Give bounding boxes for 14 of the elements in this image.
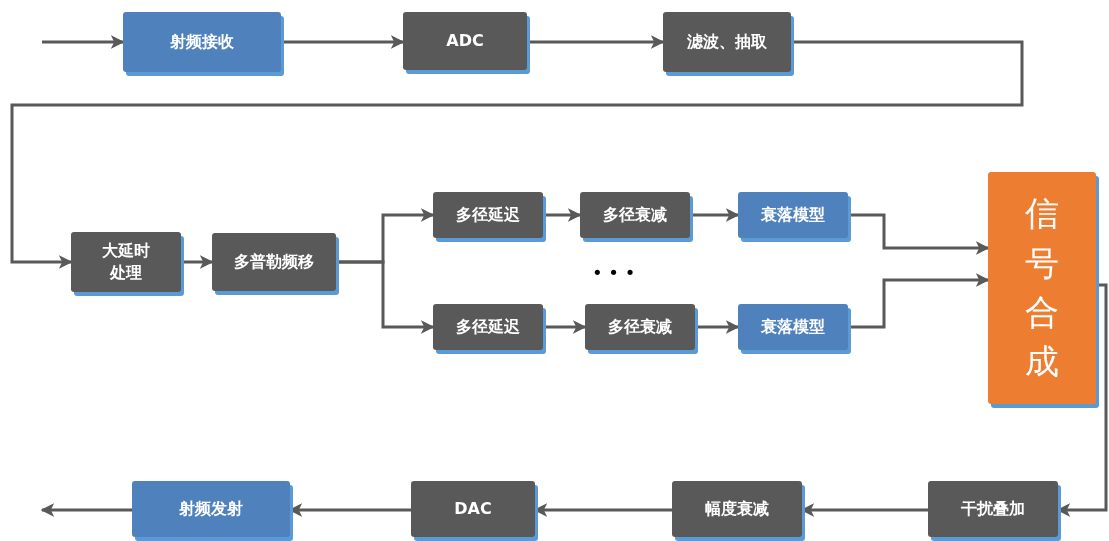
arrow — [181, 255, 214, 269]
arrow — [40, 503, 132, 517]
arrow — [42, 35, 125, 49]
arrow — [695, 320, 740, 334]
arrow — [527, 35, 665, 49]
arrow — [336, 260, 435, 334]
arrow — [543, 208, 582, 222]
arrow — [10, 40, 1024, 269]
ellipsis-mark: • • • — [592, 262, 636, 283]
arrow — [690, 208, 740, 222]
arrow — [281, 35, 405, 49]
arrow — [848, 273, 990, 329]
arrow — [848, 213, 990, 255]
arrow — [543, 320, 587, 334]
